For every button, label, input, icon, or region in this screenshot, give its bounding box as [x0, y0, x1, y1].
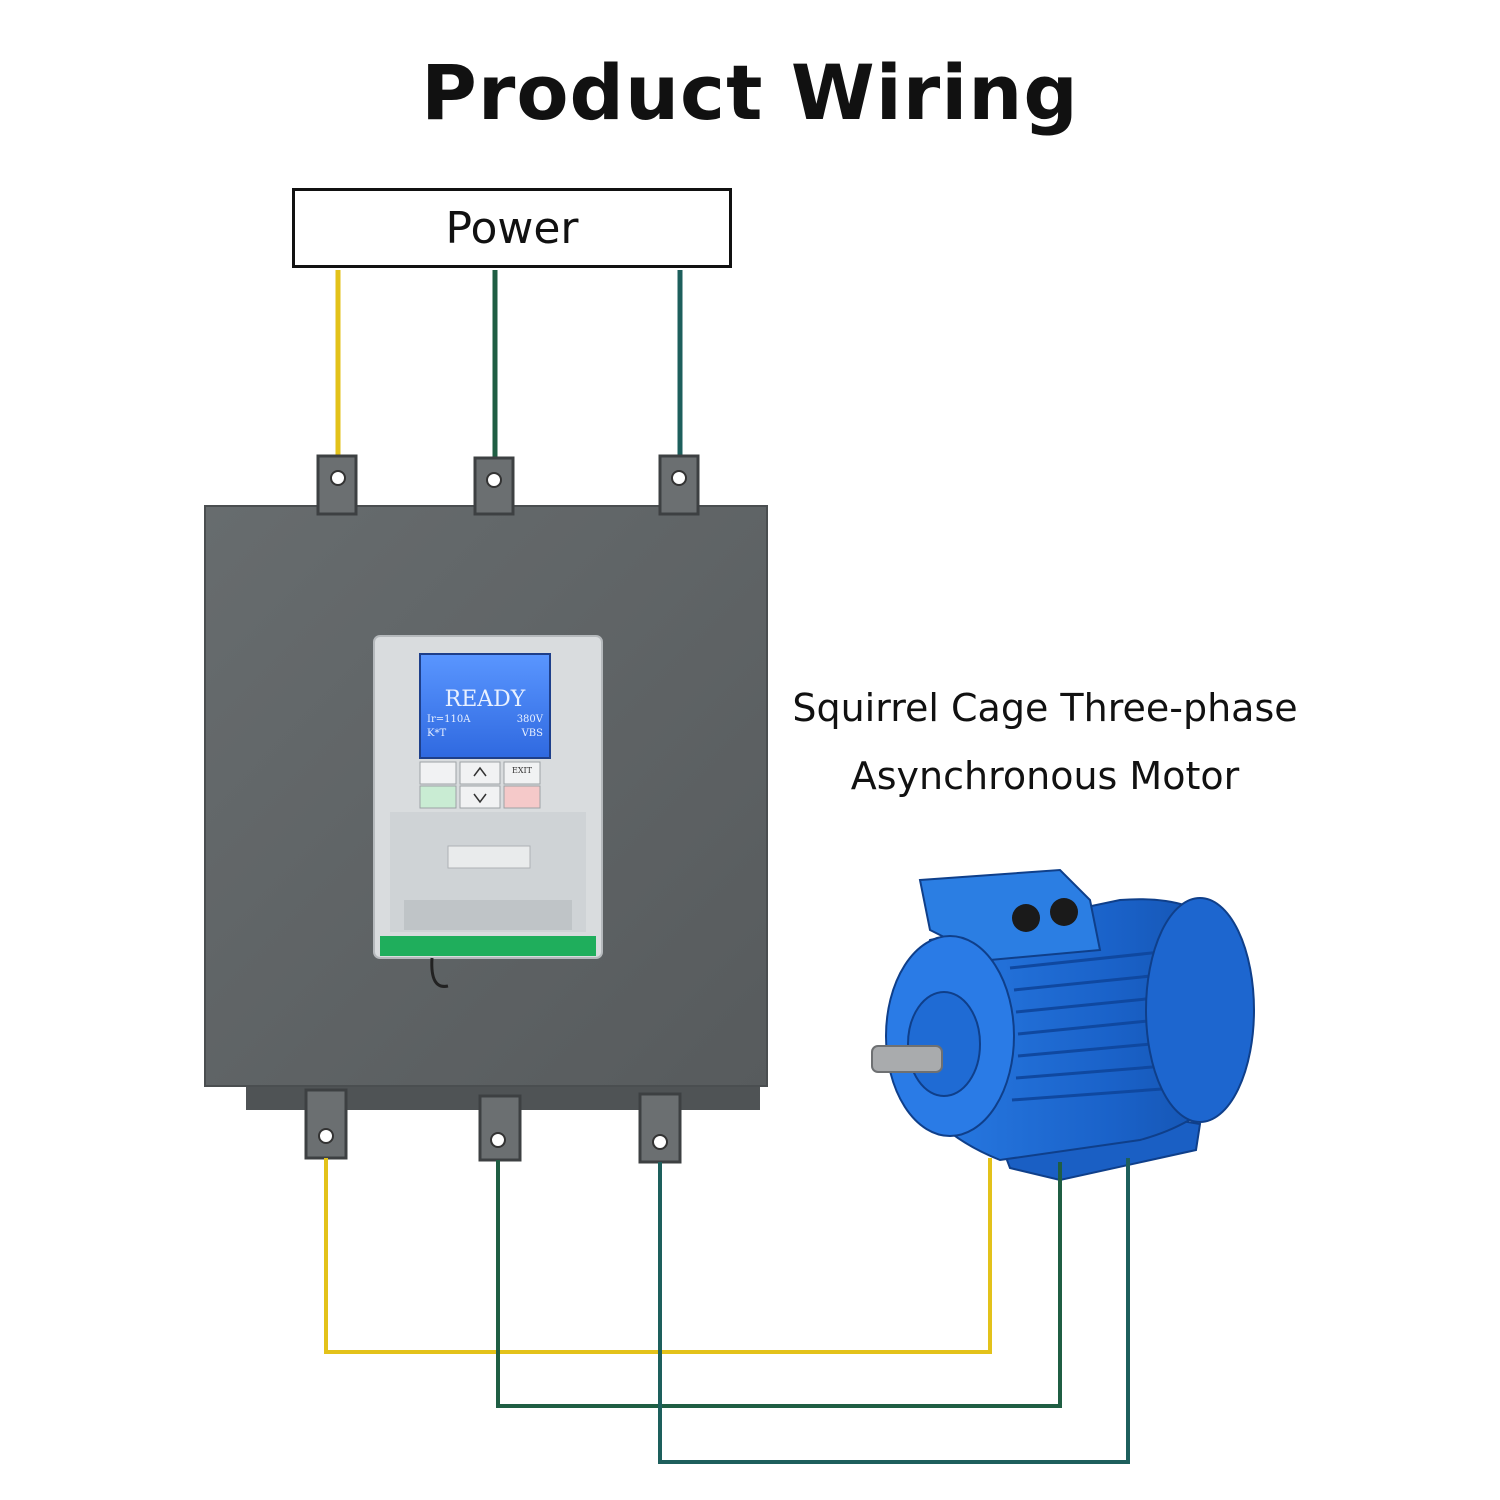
- top-terminals: [316, 454, 700, 516]
- screen-status: READY: [445, 687, 526, 712]
- key-prg: [419, 761, 457, 785]
- cable-gland-2: [1050, 898, 1078, 926]
- page-title: Product Wiring: [421, 48, 1079, 137]
- terminal-l2: [473, 456, 515, 516]
- key-run: [419, 785, 457, 809]
- key-up: [459, 761, 501, 785]
- output-wire-v: [496, 1160, 1062, 1408]
- lcd-screen: READY Ir=110A 380V K*T VBS: [419, 653, 551, 759]
- key-down: [459, 785, 501, 809]
- key-exit: [503, 761, 541, 785]
- key-exit-label: EXIT: [512, 766, 533, 775]
- motor-label-line1: Squirrel Cage Three-phase: [792, 686, 1298, 730]
- terminal-t2: [478, 1094, 522, 1162]
- screen-kt: K*T: [427, 728, 446, 739]
- terminal-t1: [304, 1088, 348, 1160]
- power-label: Power: [445, 202, 579, 254]
- three-phase-motor: [871, 868, 1255, 1182]
- screen-voltage: 380V: [517, 714, 544, 725]
- motor-label-line2: Asynchronous Motor: [850, 754, 1240, 798]
- controller-cable: [430, 957, 449, 988]
- terminal-t3: [638, 1092, 682, 1164]
- power-source-box: Power: [292, 188, 732, 268]
- input-wires: [335, 270, 683, 464]
- terminal-l3: [658, 454, 700, 516]
- terminal-strip: [380, 936, 596, 956]
- cable-gland-1: [1012, 904, 1040, 932]
- motor-terminal-box: [918, 868, 1102, 962]
- screen-vbs: VBS: [521, 728, 544, 739]
- controller-module: READY Ir=110A 380V K*T VBS EXIT: [373, 635, 603, 988]
- motor-shaft: [871, 1045, 943, 1073]
- keypad: EXIT: [419, 761, 541, 809]
- output-wire-w: [658, 1158, 1130, 1464]
- output-wires: [324, 1158, 1130, 1464]
- motor-fan-cover: [1145, 897, 1255, 1123]
- key-stop: [503, 785, 541, 809]
- terminal-l1: [316, 454, 358, 516]
- screen-current: Ir=110A: [427, 714, 471, 725]
